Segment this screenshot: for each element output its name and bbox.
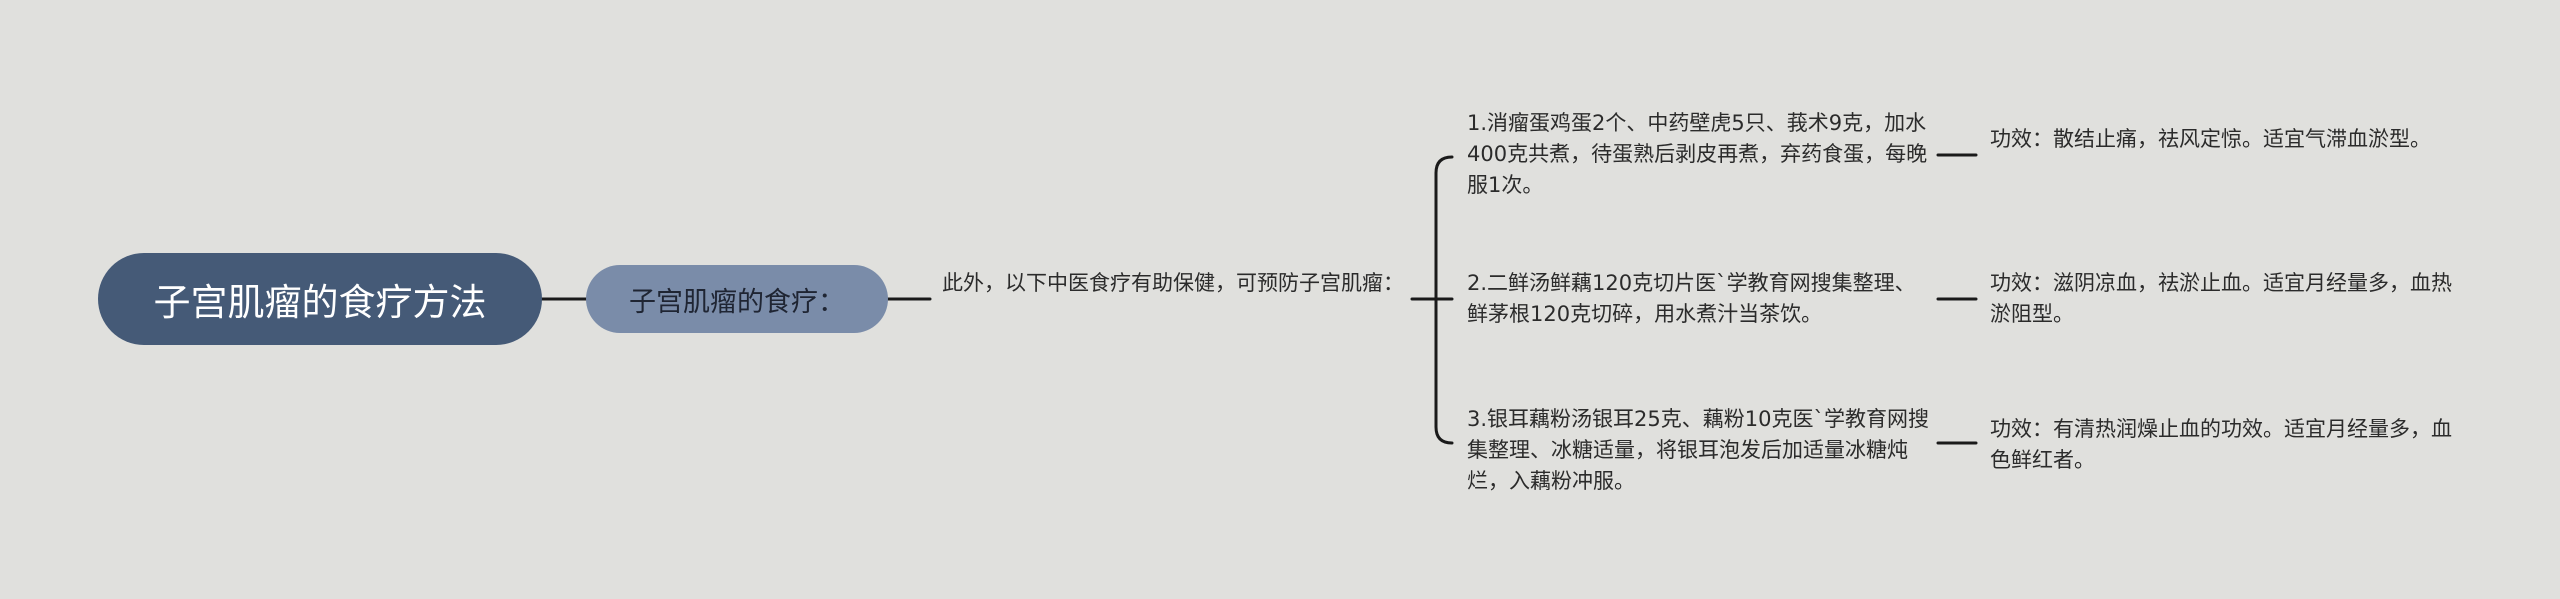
branch-topic-node[interactable]: 子宫肌瘤的食疗： (586, 265, 888, 333)
root-topic-node[interactable]: 子宫肌瘤的食疗方法 (98, 253, 542, 345)
intro-text-node[interactable]: 此外，以下中医食疗有助保健，可预防子宫肌瘤： (942, 271, 1404, 295)
connector-recipe-1-bracket (1434, 155, 1454, 301)
effect-node-3[interactable]: 功效：有清热润燥止血的功效。适宜月经量多，血色鲜红者。 (1990, 417, 2452, 472)
effect-node-1[interactable]: 功效：散结止痛，祛风定惊。适宜气滞血淤型。 (1990, 127, 2431, 151)
recipe-node-3[interactable]: 3.银耳藕粉汤银耳25克、藕粉10克医`学教育网搜集整理、冰糖适量，将银耳泡发后… (1467, 407, 1929, 493)
effect-node-2[interactable]: 功效：滋阴凉血，祛淤止血。适宜月经量多，血热淤阻型。 (1990, 271, 2452, 326)
recipe-node-2[interactable]: 2.二鲜汤鲜藕120克切片医`学教育网搜集整理、鲜茅根120克切碎，用水煮汁当茶… (1467, 271, 1916, 326)
recipe-node-1[interactable]: 1.消瘤蛋鸡蛋2个、中药壁虎5只、莪术9克，加水400克共煮，待蛋熟后剥皮再煮，… (1467, 111, 1928, 197)
connector-recipe-3-bracket (1434, 297, 1454, 445)
